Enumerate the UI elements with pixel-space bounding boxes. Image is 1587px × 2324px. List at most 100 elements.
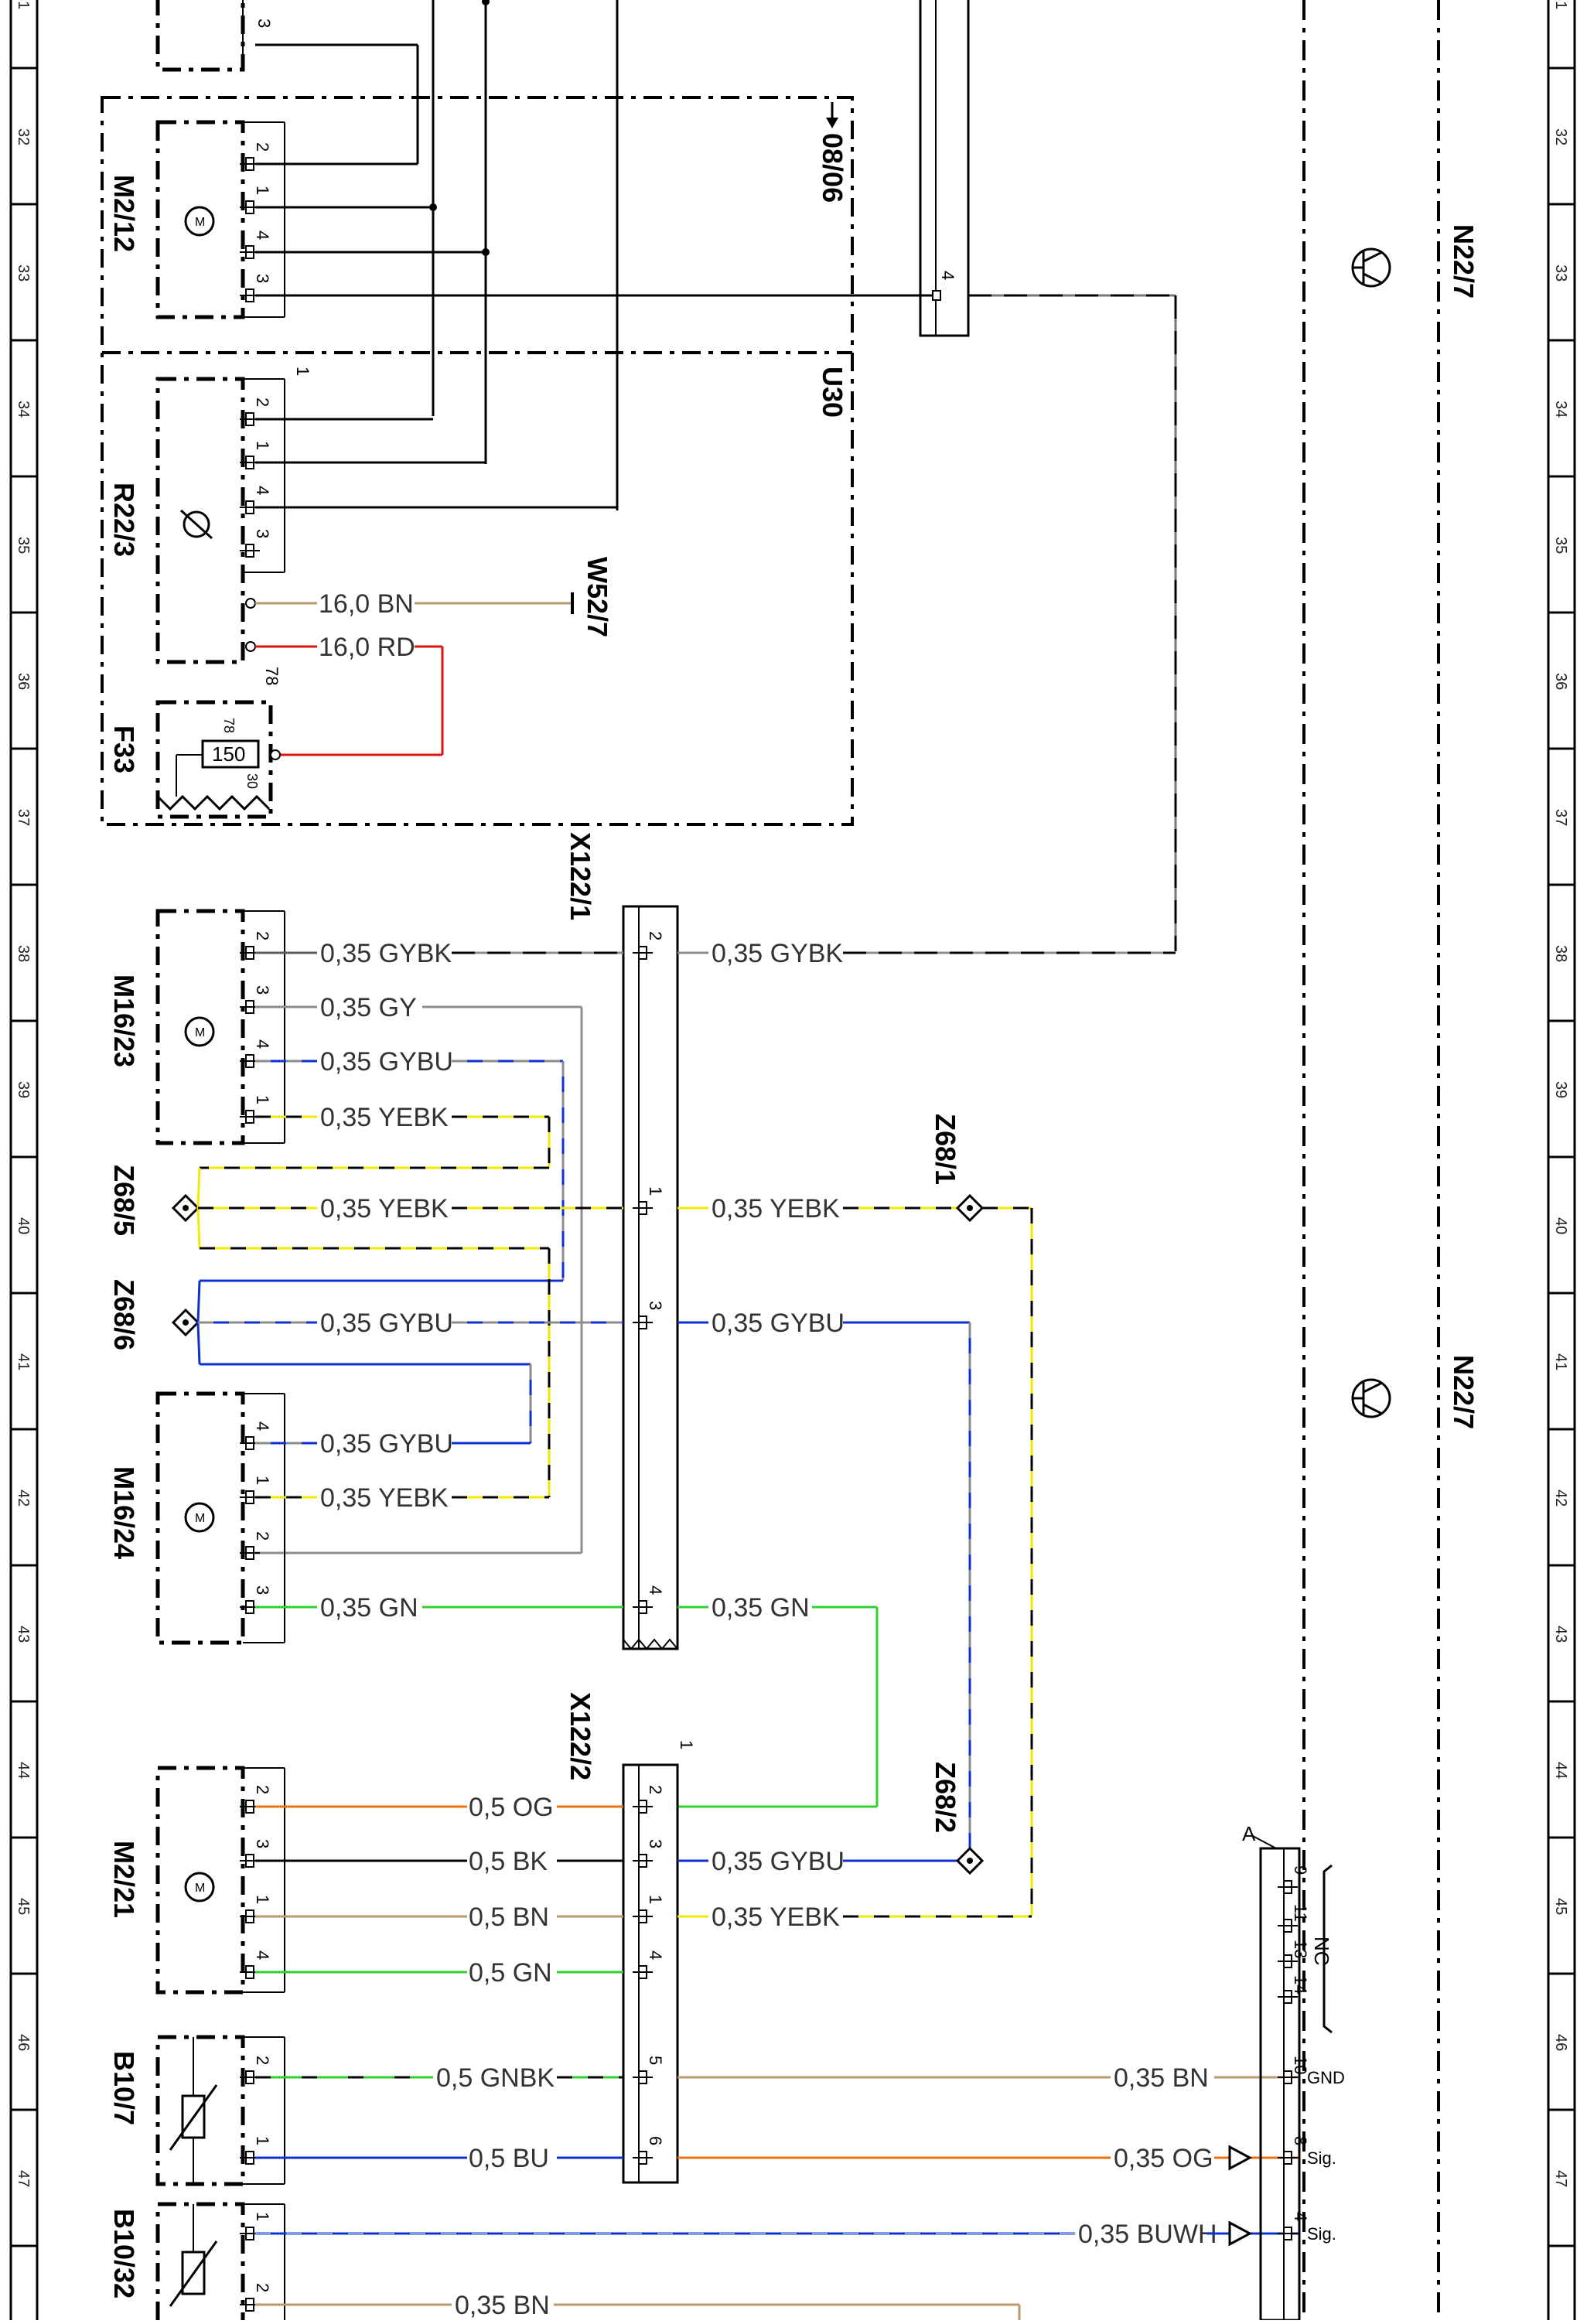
r22-3-label: R22/3: [108, 483, 140, 557]
wire-label-m2-21-og: 0,5 OG: [469, 1793, 554, 1822]
transistor-symbol-icon: [1351, 247, 1391, 288]
sig-label-2: Sig.: [1307, 2224, 1336, 2244]
svg-text:M: M: [195, 1882, 205, 1895]
top-component-box: [155, 0, 245, 72]
sig-label-1: Sig.: [1307, 2148, 1336, 2168]
f33-value: 150: [212, 742, 245, 766]
z68-1-splice-icon: [955, 1193, 985, 1223]
x122-1-pin: 4: [646, 1585, 665, 1595]
right-ruler-tick: 46: [1552, 2034, 1569, 2051]
wire-label-x1-gybk: 0,35 GYBK: [712, 939, 843, 968]
n22-7-label-top: N22/7: [1448, 224, 1479, 299]
transistor-symbol-icon: [1351, 1378, 1391, 1418]
svg-text:M: M: [195, 216, 205, 229]
m2-21-pin: 4: [253, 1950, 272, 1960]
motor-icon: M: [184, 1872, 215, 1903]
m16-24-pin: 2: [253, 1531, 272, 1541]
n22-pin: 10: [1291, 2056, 1310, 2074]
right-ruler-tick: 35: [1552, 537, 1569, 554]
x122-2-label: X122/2: [565, 1692, 596, 1780]
ref-08-06-label: 08/06: [817, 133, 848, 203]
z68-6-splice-icon: [171, 1308, 200, 1337]
signal-direction-icon: [1228, 2220, 1253, 2247]
r22-3-pin: 3: [253, 529, 272, 538]
m16-24-pin: 1: [253, 1476, 272, 1485]
b10-32-box: [155, 2202, 245, 2324]
wire-label-x2-yebk: 0,35 YEBK: [712, 1903, 840, 1932]
r22-pin-1-label: 1: [293, 367, 312, 376]
m16-24-pin: 4: [253, 1421, 272, 1431]
wire-label-m16-23-gybk: 0,35 GYBK: [320, 939, 452, 968]
u30-group-box: [101, 96, 854, 826]
x122-2-pin: 4: [646, 1950, 665, 1960]
sensor-resistor-icon: [169, 2204, 218, 2307]
wire-label-r22-bn: 16,0 BN: [319, 589, 414, 619]
wire-label-x1-yebk: 0,35 YEBK: [712, 1194, 840, 1223]
x122-2-pin: 1: [646, 1895, 665, 1904]
svg-text:M: M: [195, 1026, 205, 1039]
x122-2-pin: 3: [646, 1839, 665, 1848]
f33-fuse-icon: [201, 739, 260, 769]
left-ruler-tick: 42: [15, 1490, 32, 1507]
motor-icon: M: [184, 1016, 215, 1047]
wire-label-m2-21-gn: 0,5 GN: [469, 1958, 552, 1988]
left-ruler-tick: 32: [15, 128, 32, 145]
r22-3-pin: 4: [253, 486, 272, 495]
wire-label-m16-23-gybu: 0,35 GYBU: [320, 1047, 453, 1077]
right-ruler-tick: 45: [1552, 1898, 1569, 1915]
connector-break-icon: [623, 1638, 678, 1650]
left-ruler-tick: 41: [15, 1353, 32, 1370]
m2-12-pin: 1: [253, 186, 272, 195]
left-ruler-tick: 43: [15, 1626, 32, 1643]
z68-5-label: Z68/5: [108, 1165, 140, 1236]
x122-1-pin: 3: [646, 1301, 665, 1310]
z68-1-label: Z68/1: [930, 1114, 961, 1185]
z68-2-label: Z68/2: [930, 1762, 961, 1833]
m16-24-box: [155, 1391, 245, 1645]
left-ruler-tick: 38: [15, 945, 32, 962]
m2-21-pin: 1: [253, 1895, 272, 1904]
wire-label-b10-7-gnbk: 0,5 GNBK: [436, 2063, 555, 2093]
wire-label-r22-rd: 16,0 RD: [319, 633, 415, 662]
m2-12-pin: 3: [253, 274, 272, 283]
x122-1-connector: [622, 905, 679, 1650]
m2-12-box: [155, 120, 245, 319]
m16-23-pin: 3: [253, 985, 272, 995]
z68-6-label: Z68/6: [108, 1279, 140, 1350]
n22-pin: 9: [1291, 1865, 1310, 1875]
m2-21-pin: 3: [253, 1839, 272, 1848]
left-ruler-tick: 34: [15, 401, 32, 418]
top-pin-3: 3: [254, 19, 274, 28]
left-ruler-tick: 37: [15, 809, 32, 826]
heater-element-icon: [179, 509, 213, 540]
left-ruler-tick: 35: [15, 537, 32, 554]
arrow-down-icon: [826, 102, 838, 128]
u30-label: U30: [817, 367, 848, 418]
r22-3-pin: 1: [253, 441, 272, 450]
x122-2-pin: 5: [646, 2056, 665, 2065]
top-conn-pin-4: 4: [938, 271, 957, 280]
b10-7-box: [155, 2035, 245, 2186]
m2-12-pin: 2: [253, 142, 272, 152]
left-ruler-tick: 44: [15, 1762, 32, 1779]
wire-label-b10-32-bn: 0,35 BN: [455, 2291, 550, 2320]
right-ruler-tick: 34: [1552, 401, 1569, 418]
r22-pin-78: 78: [262, 667, 282, 685]
m16-23-pin: 4: [253, 1039, 272, 1049]
svg-text:M: M: [195, 1512, 205, 1525]
x122-1-pin: 2: [646, 931, 665, 940]
left-ruler-tick: 36: [15, 673, 32, 690]
n22-pin: 8: [1291, 2136, 1310, 2145]
right-ruler-tick: 38: [1552, 945, 1569, 962]
right-ruler-tick: 31: [1552, 0, 1569, 9]
m16-23-pin: 2: [253, 931, 272, 940]
wire-label-m16-24-gybu: 0,35 GYBU: [320, 1429, 453, 1459]
m16-23-label: M16/23: [108, 974, 140, 1067]
wire-label-z68-5-yebk: 0,35 YEBK: [320, 1194, 449, 1223]
x122-1-label: X122/1: [565, 832, 596, 920]
m16-24-pin: 3: [253, 1585, 272, 1595]
n22-pin: 11: [1291, 1904, 1310, 1922]
